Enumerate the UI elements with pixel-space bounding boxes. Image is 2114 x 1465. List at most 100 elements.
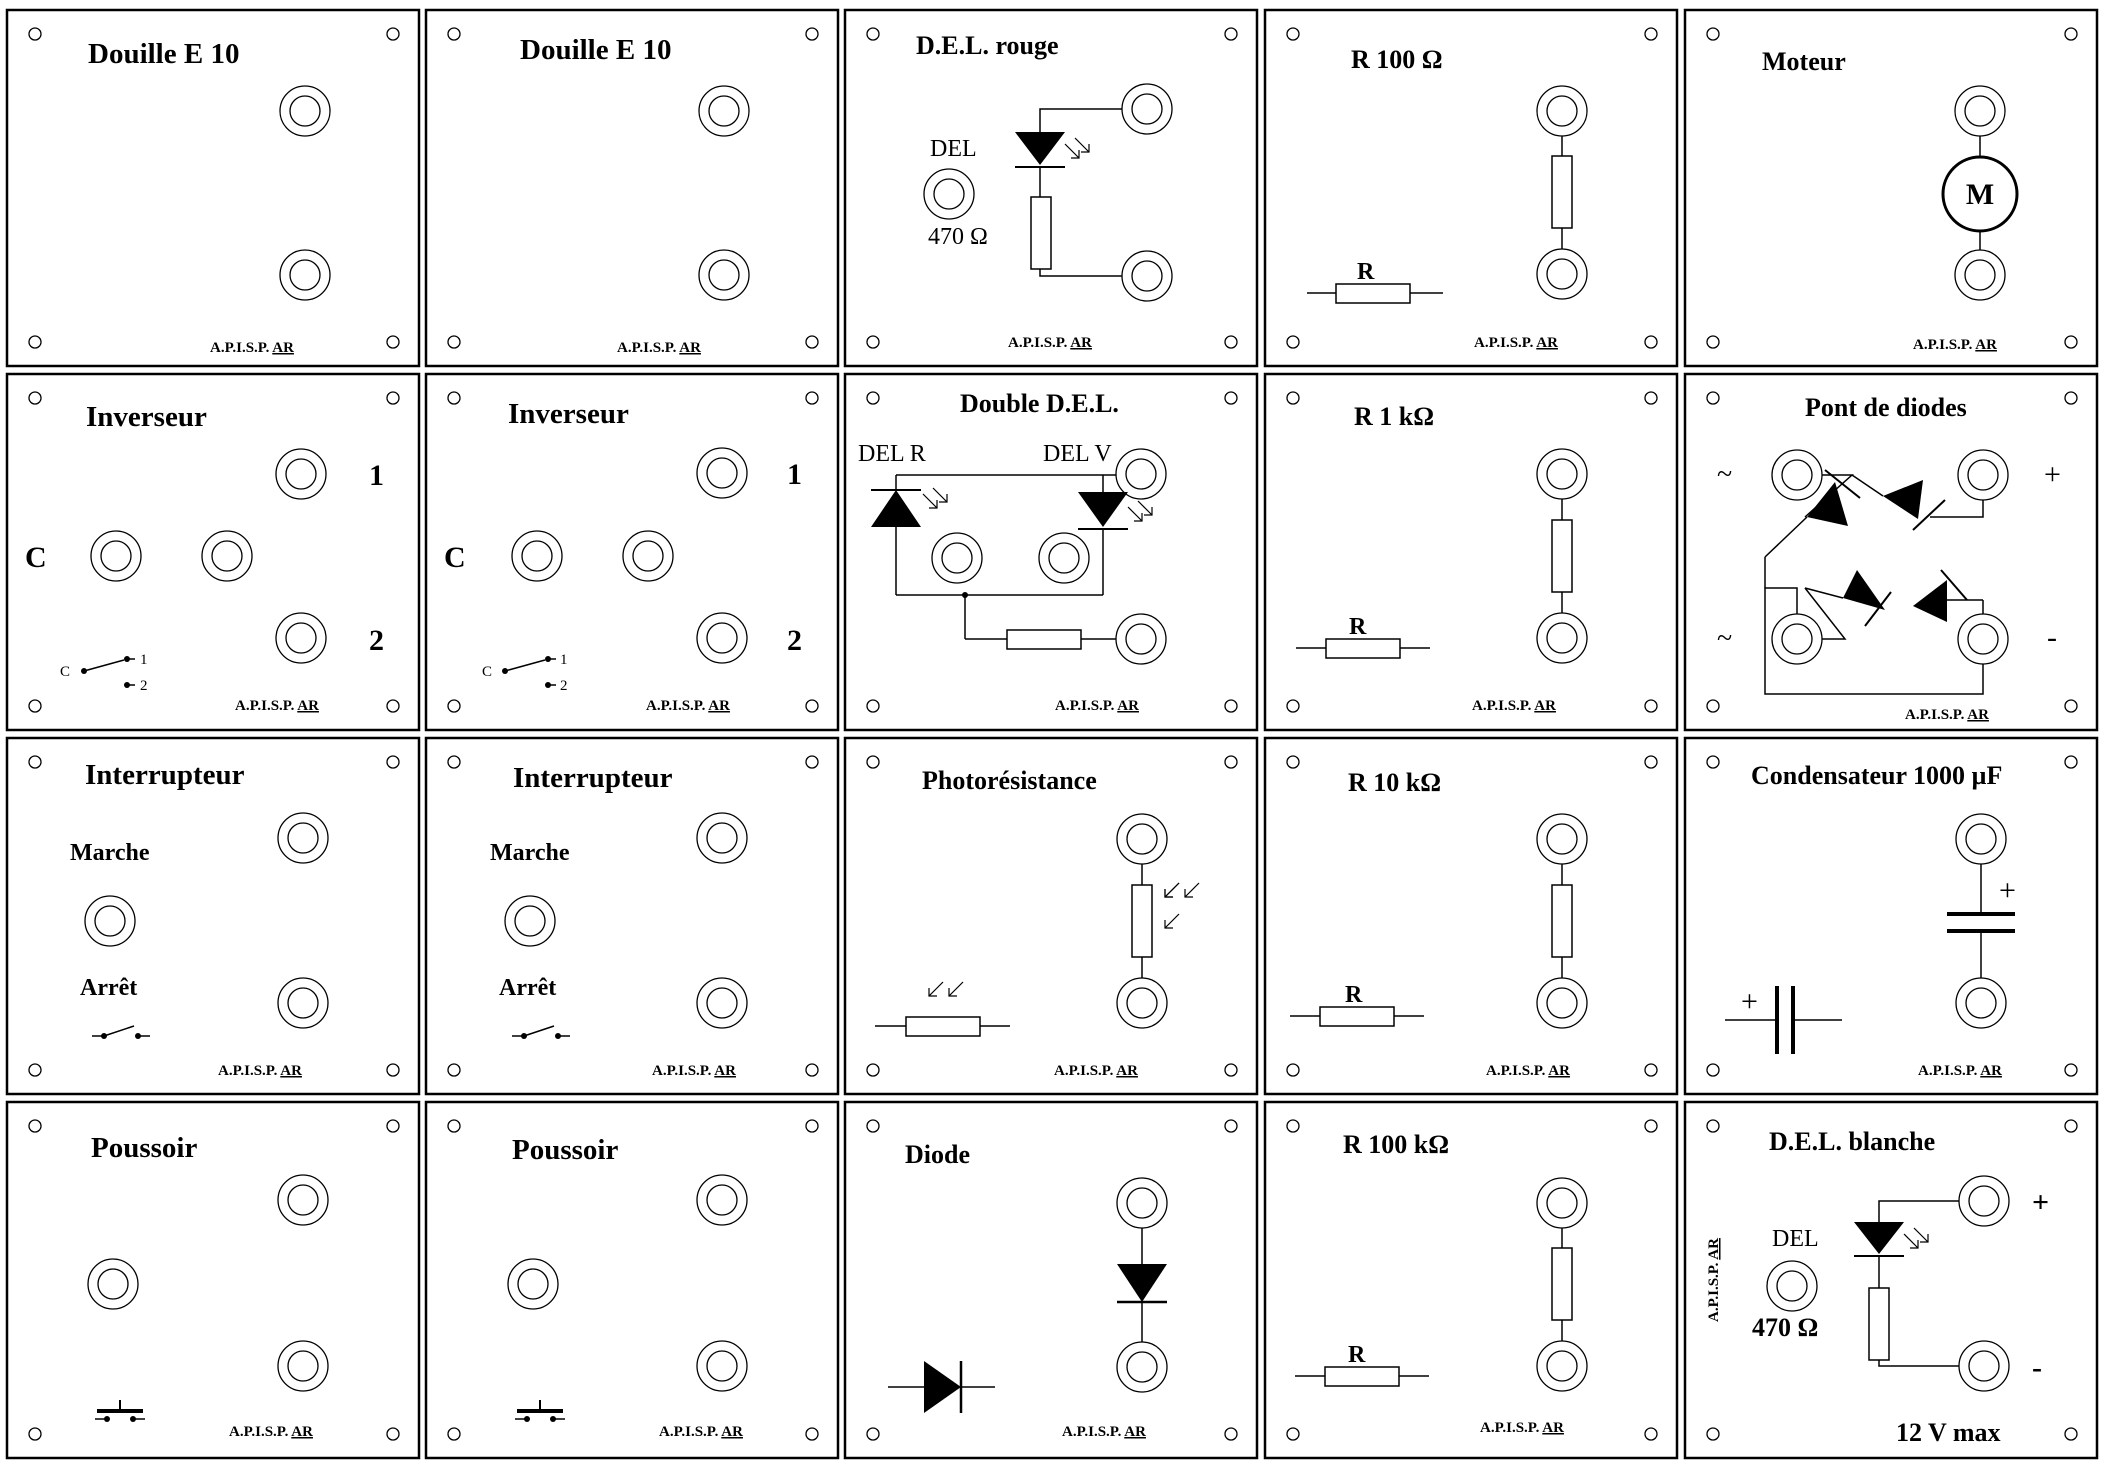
jack-socket [279,85,331,137]
panel-title: D.E.L. blanche [1769,1127,1935,1156]
voltage-max-label: 12 V max [1896,1418,2001,1447]
terminal-c-label: C [444,541,466,574]
jack-socket [1116,1177,1168,1229]
resistor-label: R [1357,259,1375,285]
panel-title: R 1 kΩ [1354,402,1434,431]
terminal-c-label: C [25,541,47,574]
jack-socket [277,812,329,864]
panel-title: Inverseur [86,401,207,433]
brand-mark: A.P.I.S.P. AR [1486,1063,1570,1079]
panel-interrupteur-1: Interrupteur Marche Arrêt A.P.I.S.P. AR [5,736,421,1096]
brand-mark: A.P.I.S.P. AR [1905,707,1989,723]
svg-text:C: C [60,664,70,680]
jack-socket [698,85,750,137]
arret-label: Arrêt [80,975,137,1001]
brand-mark: A.P.I.S.P. AR [652,1063,736,1079]
panel-title: Pont de diodes [1805,393,1967,422]
panel-title: R 10 kΩ [1348,768,1441,797]
arret-label: Arrêt [499,975,556,1001]
jack-socket [1766,1260,1818,1312]
led-symbol [1854,1200,1959,1288]
resistance-label: 470 Ω [1752,1313,1818,1342]
diode-symbol [1913,569,1984,622]
svg-text:1: 1 [140,652,148,668]
jack-socket [1038,532,1090,584]
jack-socket [923,168,975,220]
brand-mark: A.P.I.S.P. AR [1055,698,1139,714]
push-button-symbol [95,1400,145,1422]
jack-socket [1536,977,1588,1029]
brand-mark: A.P.I.S.P. AR [1706,1238,1722,1322]
resistor-symbol [1551,1247,1573,1321]
photoresistor-symbol [905,1016,981,1037]
jack-socket [1957,613,2009,665]
panel-title: Inverseur [508,398,629,430]
capacitor-symbol: + [1947,864,2016,978]
panel-r100: R 100 Ω R A.P.I.S.P. AR [1263,8,1679,368]
panel-title: Poussoir [512,1134,618,1166]
svg-text:2: 2 [560,678,568,694]
resistor-symbol [1868,1287,1890,1361]
jack-socket [277,1174,329,1226]
panel-r10k: R 10 kΩ R A.P.I.S.P. AR [1263,736,1679,1096]
brand-mark: A.P.I.S.P. AR [210,340,294,356]
marche-label: Marche [490,840,570,866]
jack-socket [1121,250,1173,302]
diode-symbol [888,1361,995,1413]
plus-label: + [2032,1186,2049,1219]
jack-socket [275,612,327,664]
jack-socket [1536,448,1588,500]
resistor-symbol [1325,638,1401,659]
switch-symbol: C 1 2 [482,652,568,694]
panel-r1k: R 1 kΩ R A.P.I.S.P. AR [1263,372,1679,732]
plus-label: + [2044,458,2061,491]
diode-symbol [1804,570,1892,627]
terminal-2-label: 2 [787,624,802,657]
jack-socket [1771,613,1823,665]
panel-title: Diode [905,1140,970,1169]
terminal-2-label: 2 [369,624,384,657]
jack-socket [84,895,136,947]
jack-socket [1954,249,2006,301]
brand-mark: A.P.I.S.P. AR [617,340,701,356]
panel-interrupteur-2: Interrupteur Marche Arrêt A.P.I.S.P. AR [424,736,840,1096]
jack-socket [507,1258,559,1310]
panel-moteur: Moteur M A.P.I.S.P. AR [1683,8,2099,368]
jack-socket [1955,977,2007,1029]
resistor-symbol [1551,884,1573,958]
bridge-rectifier-symbol [1764,474,1984,695]
jack-socket [1955,813,2007,865]
resistor-symbol [1551,155,1573,229]
resistor-label: R [1348,1342,1366,1368]
jack-socket [1536,85,1588,137]
resistor-symbol [1551,519,1573,593]
ac-label: ~ [1717,459,1732,490]
jack-socket [931,532,983,584]
jack-socket [279,249,331,301]
panel-title: Interrupteur [513,762,673,794]
jack-socket [1115,613,1167,665]
jack-socket [1116,1341,1168,1393]
jack-socket [90,530,142,582]
panel-photoresistance: Photorésistance A.P.I.S.P. AR [843,736,1259,1096]
photoresistor-symbol [1131,884,1153,958]
jack-socket [1958,1175,2010,1227]
brand-mark: A.P.I.S.P. AR [235,698,319,714]
brand-mark: A.P.I.S.P. AR [1913,337,1997,353]
panel-douille-2: Douille E 10 A.P.I.S.P. AR [424,8,840,368]
jack-socket [1536,1340,1588,1392]
jack-socket [696,1340,748,1392]
jack-socket [696,447,748,499]
capacitor-symbol: + [1725,985,1842,1054]
brand-mark: A.P.I.S.P. AR [1054,1063,1138,1079]
panel-title: Douille E 10 [520,34,671,66]
svg-text:C: C [482,664,492,680]
panel-inverseur-2: Inverseur 1 C 2 C 1 2 A.P.I.S.P. AR [424,372,840,732]
panel-title: Double D.E.L. [960,389,1119,418]
jack-socket [1958,1340,2010,1392]
brand-mark: A.P.I.S.P. AR [659,1424,743,1440]
jack-socket [1536,1177,1588,1229]
switch-symbol: C 1 2 [60,652,148,694]
jack-socket [622,530,674,582]
brand-mark: A.P.I.S.P. AR [1480,1420,1564,1436]
